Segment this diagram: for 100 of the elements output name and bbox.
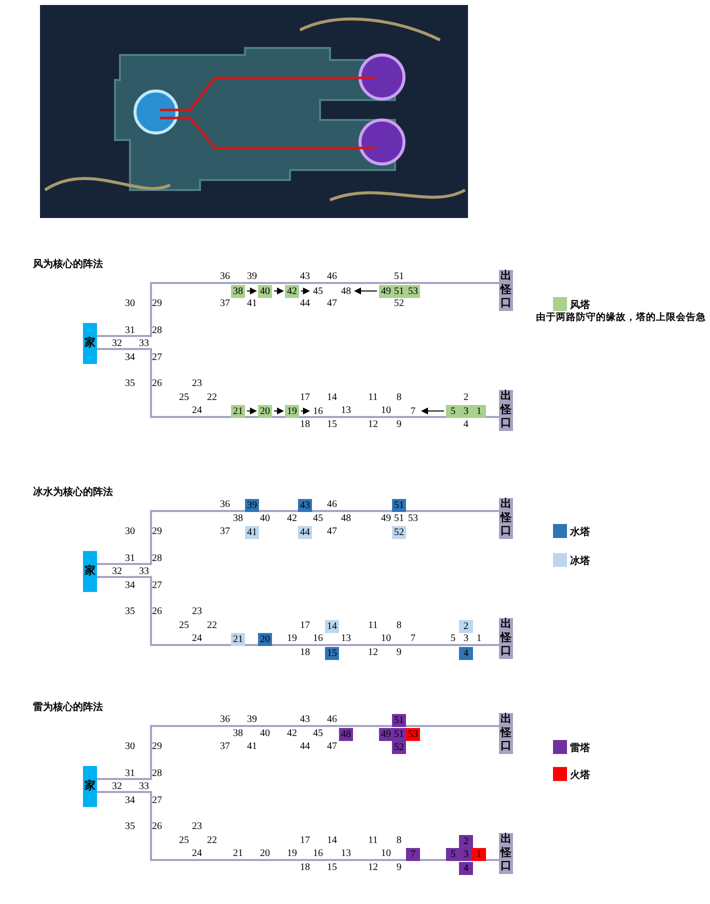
position-number: 47: [327, 526, 337, 538]
position-number: 36: [220, 714, 230, 726]
tower-tile: 38: [231, 284, 245, 298]
position-number: 26: [152, 606, 162, 618]
position-number: 26: [152, 821, 162, 833]
tower-tile: 53: [406, 284, 420, 298]
position-number: 31: [125, 325, 135, 337]
note-text: 由于两路防守的缘故，塔的上限会告急: [536, 311, 706, 324]
position-number: 45: [313, 728, 323, 740]
home-box: 家: [83, 766, 97, 807]
position-number: 38: [233, 513, 243, 525]
tower-tile: 49: [379, 284, 393, 298]
position-number: 49: [381, 513, 391, 525]
tower-tile: 53: [406, 728, 420, 740]
position-number: 16: [313, 633, 323, 645]
home-box: 家: [83, 323, 97, 364]
position-number: 13: [341, 633, 351, 645]
position-number: 28: [152, 553, 162, 565]
position-number: 16: [313, 848, 323, 860]
position-number: 53: [408, 513, 418, 525]
position-number: 18: [300, 419, 310, 431]
position-number: 38: [233, 728, 243, 740]
position-number: 27: [152, 795, 162, 807]
position-number: 21: [233, 848, 243, 860]
position-number: 36: [220, 499, 230, 511]
legend-label: 冰塔: [570, 554, 590, 568]
position-number: 35: [125, 378, 135, 390]
spawn-gate-box: 出怪口: [499, 390, 513, 431]
position-number: 41: [247, 741, 257, 753]
position-number: 36: [220, 271, 230, 283]
home-box: 家: [83, 551, 97, 592]
position-number: 10: [381, 633, 391, 645]
arrow: [246, 408, 257, 414]
spawn-gate-box: 出怪口: [499, 618, 513, 659]
position-number: 32: [112, 338, 122, 350]
position-number: 32: [112, 781, 122, 793]
position-number: 14: [327, 835, 337, 847]
position-number: 46: [327, 714, 337, 726]
position-number: 42: [287, 728, 297, 740]
position-number: 48: [339, 284, 353, 298]
position-number: 35: [125, 821, 135, 833]
tower-tile: 1: [472, 848, 486, 860]
arrow: [300, 288, 310, 294]
position-number: 25: [179, 620, 189, 632]
position-number: 1: [476, 633, 482, 645]
position-number: 30: [125, 526, 135, 538]
position-number: 45: [311, 284, 325, 298]
position-number: 12: [368, 862, 378, 874]
tower-tile: 44: [298, 526, 312, 538]
position-number: 29: [152, 741, 162, 753]
tower-tile: 1: [472, 404, 486, 418]
position-number: 51: [394, 271, 404, 283]
position-number: 19: [287, 633, 297, 645]
tower-tile: 4: [459, 646, 473, 660]
position-number: 28: [152, 325, 162, 337]
path-line: [97, 791, 499, 861]
position-number: 22: [207, 620, 217, 632]
tower-tile: 20: [258, 632, 272, 646]
tower-tile: 51: [392, 714, 406, 726]
position-number: 29: [152, 526, 162, 538]
position-number: 27: [152, 580, 162, 592]
position-number: 19: [287, 848, 297, 860]
position-number: 17: [300, 620, 310, 632]
arrow: [246, 288, 257, 294]
position-number: 24: [192, 405, 202, 417]
position-number: 11: [368, 620, 378, 632]
legend-label: 雷塔: [570, 742, 590, 755]
position-number: 8: [396, 392, 402, 404]
position-number: 23: [192, 821, 202, 833]
position-number: 11: [368, 835, 378, 847]
path-line: [97, 510, 499, 565]
tower-tile: 39: [245, 498, 259, 512]
arrow: [274, 288, 284, 294]
legend-label: 风塔: [570, 298, 590, 312]
tower-tile: 19: [285, 404, 299, 418]
tower-tile: 41: [245, 526, 259, 538]
position-number: 31: [125, 768, 135, 780]
tower-tile: 5: [446, 404, 460, 418]
position-number: 12: [368, 647, 378, 659]
tower-tile: 20: [258, 404, 272, 418]
arrow: [354, 288, 378, 294]
position-number: 26: [152, 378, 162, 390]
position-number: 14: [327, 392, 337, 404]
position-number: 10: [381, 848, 391, 860]
position-number: 22: [207, 835, 217, 847]
position-number: 43: [300, 271, 310, 283]
position-number: 46: [327, 499, 337, 511]
position-number: 16: [311, 404, 325, 418]
tower-tile: 49: [379, 728, 393, 740]
tower-tile: 48: [339, 728, 353, 740]
path-line: [97, 348, 499, 418]
tower-tile: 2: [459, 834, 473, 848]
position-number: 7: [406, 404, 420, 418]
position-number: 4: [464, 419, 468, 431]
position-number: 7: [410, 633, 416, 645]
position-number: 13: [341, 405, 351, 417]
position-number: 15: [327, 862, 337, 874]
position-number: 23: [192, 378, 202, 390]
spawn-gate-box: 出怪口: [499, 270, 513, 311]
tower-tile: 52: [392, 740, 406, 754]
